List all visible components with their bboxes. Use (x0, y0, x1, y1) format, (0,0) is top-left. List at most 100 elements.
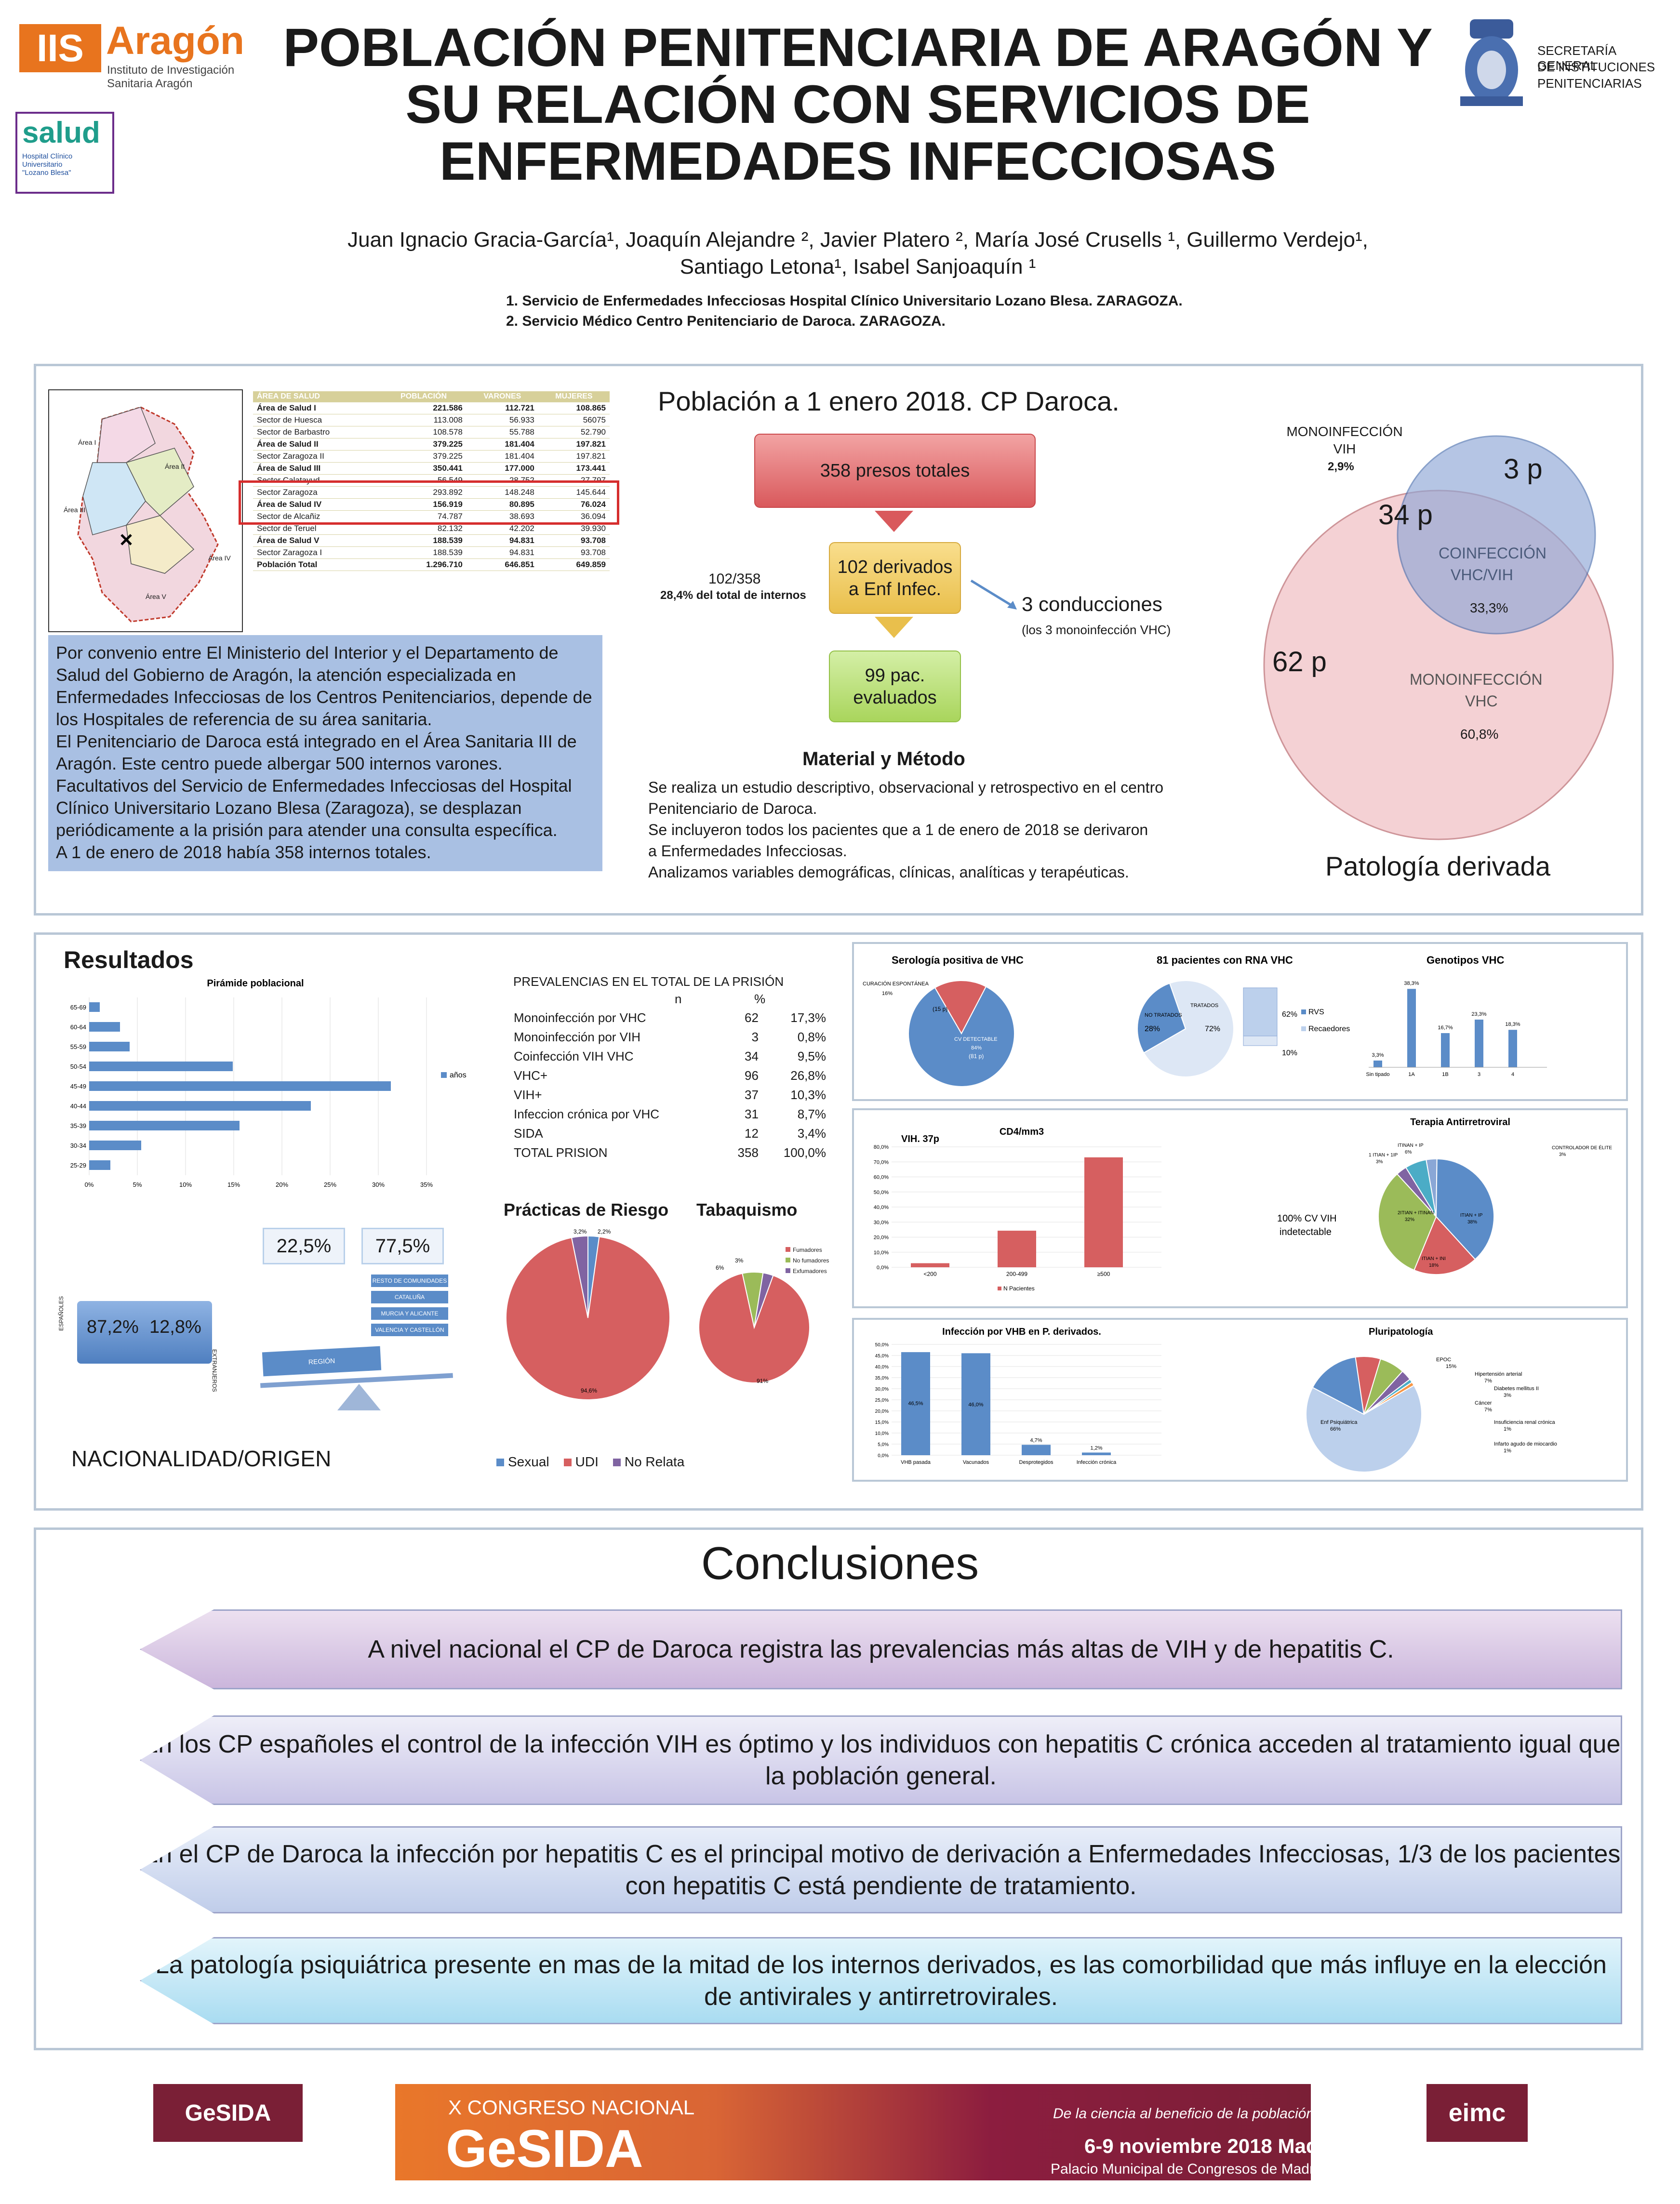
pluri-pct: 7% (1484, 1378, 1492, 1384)
pyramid-category: 30-34 (70, 1142, 86, 1149)
health-table-cell: 108.578 (381, 426, 467, 438)
rna-legend-swatch (1301, 1009, 1306, 1014)
prevalence-cell: TOTAL PRISION (514, 1145, 608, 1160)
health-table-header: ÁREA DE SALUD (253, 391, 381, 402)
venn-coinf-n: 34 p (1378, 499, 1433, 531)
congress-line-1: X CONGRESO NACIONAL (448, 2096, 695, 2119)
cd4-bar (1084, 1157, 1123, 1267)
prevalence-col-n: n (675, 992, 682, 1006)
origin-pct-2-box: 77,5% (361, 1228, 444, 1264)
venn-circle-vih (1397, 435, 1596, 635)
health-table-cell: 181.404 (466, 438, 538, 451)
spain-foreign-bar (77, 1301, 212, 1364)
pluri-pct: 1% (1504, 1426, 1511, 1432)
iis-logo: IIS Aragón Instituto de Investigación Sa… (19, 19, 244, 90)
pyramid-xtick: 15% (227, 1181, 240, 1188)
venn-mono-vhc-label-1: MONOINFECCIÓN (1410, 671, 1543, 688)
poster-title-line-1: POBLACIÓN PENITENCIARIA DE ARAGÓN Y (283, 17, 1433, 78)
tar-pct: 3% (1376, 1159, 1383, 1165)
cd4-ytick: 0,0% (877, 1265, 889, 1271)
eimc-logo: eimc (1427, 2084, 1528, 2142)
health-table-header: POBLACIÓN (381, 391, 467, 402)
pluri-pie-slice (1306, 1384, 1422, 1473)
vhc-serology-pie-chart: Serología positiva de VHC CURACIÓN ESPONT… (863, 954, 1024, 1087)
cd4-ytick: 50,0% (874, 1190, 889, 1195)
prevalence-cell: 358 (737, 1145, 759, 1160)
cd4-ytick: 60,0% (874, 1175, 889, 1181)
smoking-legend: Fumadores No fumadores Exfumadores (786, 1245, 829, 1276)
vhc-pie-label: CURACIÓN ESPONTÁNEA (863, 981, 929, 987)
vhc-pie-count: (81 p) (969, 1053, 984, 1060)
cd4-legend-swatch (998, 1287, 1001, 1290)
cd4-ytick: 70,0% (874, 1159, 889, 1165)
prevalence-cell: VIH+ (514, 1087, 542, 1102)
prevalence-cell: 17,3% (790, 1010, 826, 1025)
health-table-cell: 646.851 (466, 558, 538, 571)
vhb-value: 4,7% (1030, 1437, 1042, 1443)
tar-label: CONTROLADOR DE ÉLITE (1552, 1144, 1612, 1151)
vhc-pie-title: Serología positiva de VHC (892, 954, 1024, 966)
prevalence-title: PREVALENCIAS EN EL TOTAL DE LA PRISIÓN (513, 974, 784, 989)
salud-logo-word: salud (22, 116, 100, 149)
vhb-category: Desprotegidos (1019, 1460, 1053, 1465)
cd4-ytick: 80,0% (874, 1144, 889, 1150)
conclusions-heading: Conclusiones (701, 1538, 979, 1589)
tar-pie-slice (1378, 1173, 1437, 1271)
flow-conducciones: 3 conducciones (1022, 593, 1162, 615)
genotype-value: 38,3% (1404, 981, 1419, 986)
genotype-category: Sin tipado (1366, 1072, 1390, 1077)
genotype-bar (1441, 1033, 1450, 1067)
region-stack: RESTO DE COMUNIDADES CATALUÑA MURCIA Y A… (371, 1275, 448, 1336)
vhc-pie-pct: 84% (971, 1045, 982, 1051)
affiliations: 1. Servicio de Enfermedades Infecciosas … (506, 291, 1422, 332)
flow-arrow-1 (875, 511, 913, 532)
venn-mono-vhc-n: 62 p (1272, 646, 1327, 677)
risk-pct: 3,2% (573, 1228, 587, 1235)
pyramid-category: 40-44 (70, 1102, 86, 1110)
risk-legend-item: No Relata (613, 1454, 684, 1470)
vhb-ytick: 10,0% (875, 1431, 889, 1436)
aragon-map-icon (77, 406, 219, 623)
methods-line: Penitenciario de Daroca. (648, 800, 817, 817)
genotype-bar (1407, 989, 1416, 1067)
authors-line-2: Santiago Letona¹, Isabel Sanjoaquín ¹ (680, 255, 1036, 279)
nationality-label: NACIONALIDAD/ORIGEN (71, 1446, 332, 1471)
health-table-cell: 80.895 (466, 498, 538, 511)
vhb-value: 1,2% (1090, 1445, 1102, 1451)
vhc-pie-label: CV DETECTABLE (954, 1036, 998, 1042)
authors: Juan Ignacio Gracia-García¹, Joaquín Ale… (270, 226, 1446, 280)
genotype-category: 4 (1511, 1072, 1514, 1077)
risk-legend-item: UDI (563, 1454, 599, 1470)
prevalence-cell: Monoinfección por VHC (514, 1010, 646, 1025)
health-table-cell: Población Total (253, 558, 381, 571)
side-label-foreign: EXTRANJEROS (211, 1349, 218, 1392)
salud-logo-sub2: "Lozano Blesa" (22, 169, 71, 177)
tar-pie-slice (1413, 1216, 1476, 1275)
vhb-bar-chart: Infección por VHB en P. derivados.0,0%5,… (875, 1327, 1161, 1465)
rna-pie-pct: 28% (1145, 1025, 1160, 1033)
genotype-value: 23,3% (1471, 1011, 1486, 1017)
pyramid-xtick: 5% (133, 1181, 142, 1188)
pluri-label: Infarto agudo de miocardio (1494, 1441, 1557, 1447)
pyramid-xtick: 25% (324, 1181, 336, 1188)
pyramid-category: 65-69 (70, 1004, 86, 1011)
health-table-cell: Sector de Barbastro (253, 426, 381, 438)
health-table-cell: Área de Salud III (253, 462, 381, 475)
coat-of-arms-icon (1460, 19, 1523, 106)
pyramid-category: 35-39 (70, 1122, 86, 1129)
pyramid-category: 55-59 (70, 1043, 86, 1050)
health-table-cell: 93.708 (538, 546, 610, 559)
scale-base (337, 1384, 381, 1410)
origin-pct-1-box: 22,5% (263, 1228, 345, 1264)
prevalence-cell: Infeccion crónica por VHC (514, 1106, 660, 1121)
venn-diagram (1263, 435, 1614, 840)
pluri-pie-slice (1312, 1356, 1365, 1415)
flow-heading: Población a 1 enero 2018. CP Daroca. (658, 386, 1120, 416)
pluri-label: Diabetes mellitus II (1494, 1386, 1539, 1392)
